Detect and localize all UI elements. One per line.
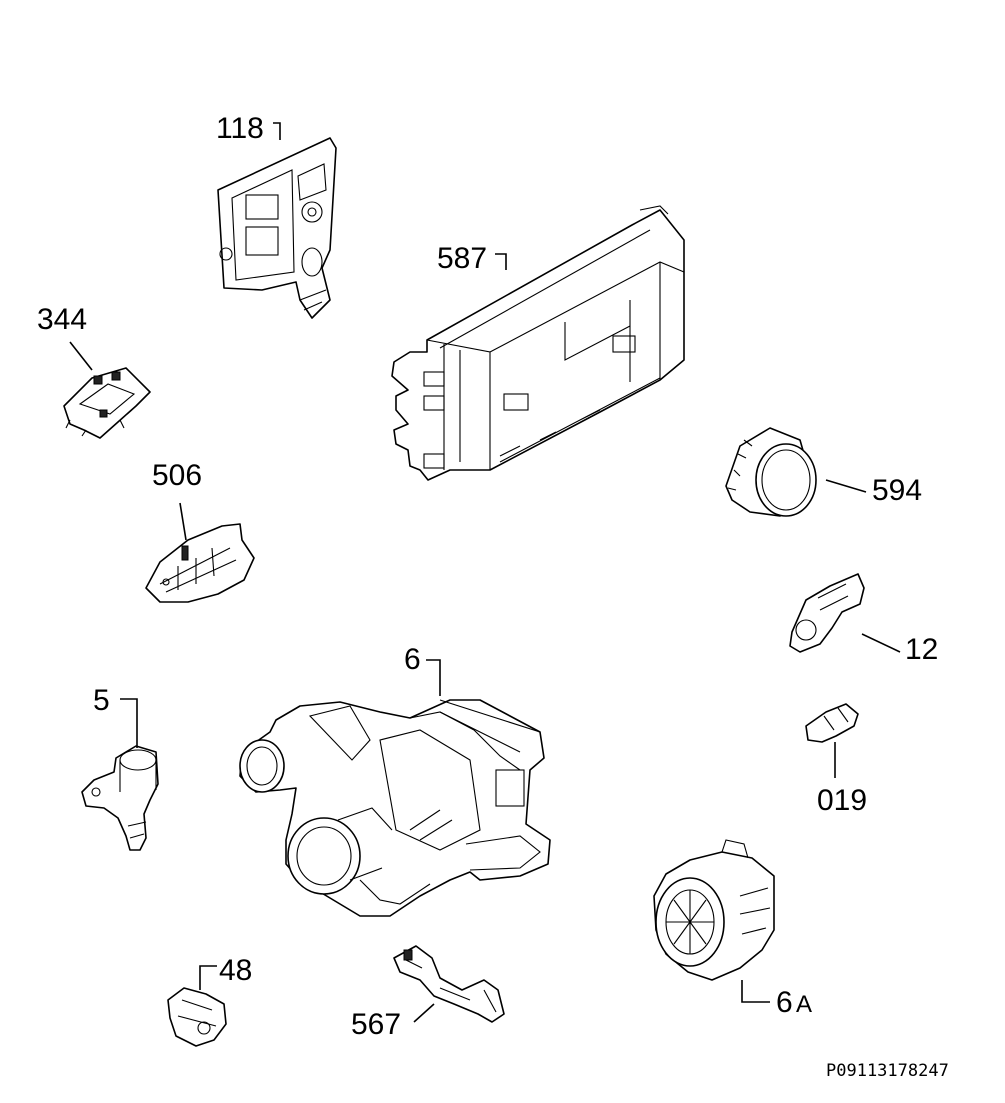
reference-code: P09113178247 (826, 1061, 949, 1081)
leader-12 (861, 633, 901, 653)
connector-icon (789, 573, 865, 653)
electronic-module-icon (391, 205, 685, 481)
flow-meter-icon (167, 987, 227, 1047)
callout-506: 506 (152, 459, 202, 492)
leader-118 (273, 122, 281, 140)
callout-48: 48 (219, 954, 252, 987)
callout-6A-number: 6 (776, 986, 793, 1019)
round-sensor-icon (725, 427, 817, 517)
callout-567: 567 (351, 1008, 401, 1041)
callout-12: 12 (905, 633, 938, 666)
leader-48 (199, 965, 217, 990)
inlet-valve-icon (81, 745, 159, 851)
callout-6A-suffix: A (796, 991, 812, 1018)
callout-6: 6 (404, 643, 421, 676)
cable-clamp-icon (393, 945, 505, 1023)
drain-pump-icon (653, 839, 775, 981)
leader-5 (120, 698, 138, 748)
control-panel-bracket-icon (217, 137, 337, 319)
leader-6 (426, 659, 441, 696)
callout-587: 587 (437, 242, 487, 275)
callout-118: 118 (216, 112, 264, 145)
sensor-clip-icon (145, 523, 255, 603)
leader-6A (741, 980, 770, 1003)
leader-594 (825, 479, 867, 493)
switch-assembly-icon (63, 367, 151, 439)
callout-019: 019 (817, 784, 867, 817)
leader-567 (413, 1003, 435, 1023)
circulation-pump-icon (239, 699, 551, 917)
small-connector-icon (805, 703, 859, 743)
leader-506 (179, 502, 187, 541)
leader-587 (495, 253, 507, 270)
callout-344: 344 (37, 303, 87, 336)
leader-344 (69, 341, 93, 371)
callout-594: 594 (872, 474, 922, 507)
callout-5: 5 (93, 684, 110, 717)
